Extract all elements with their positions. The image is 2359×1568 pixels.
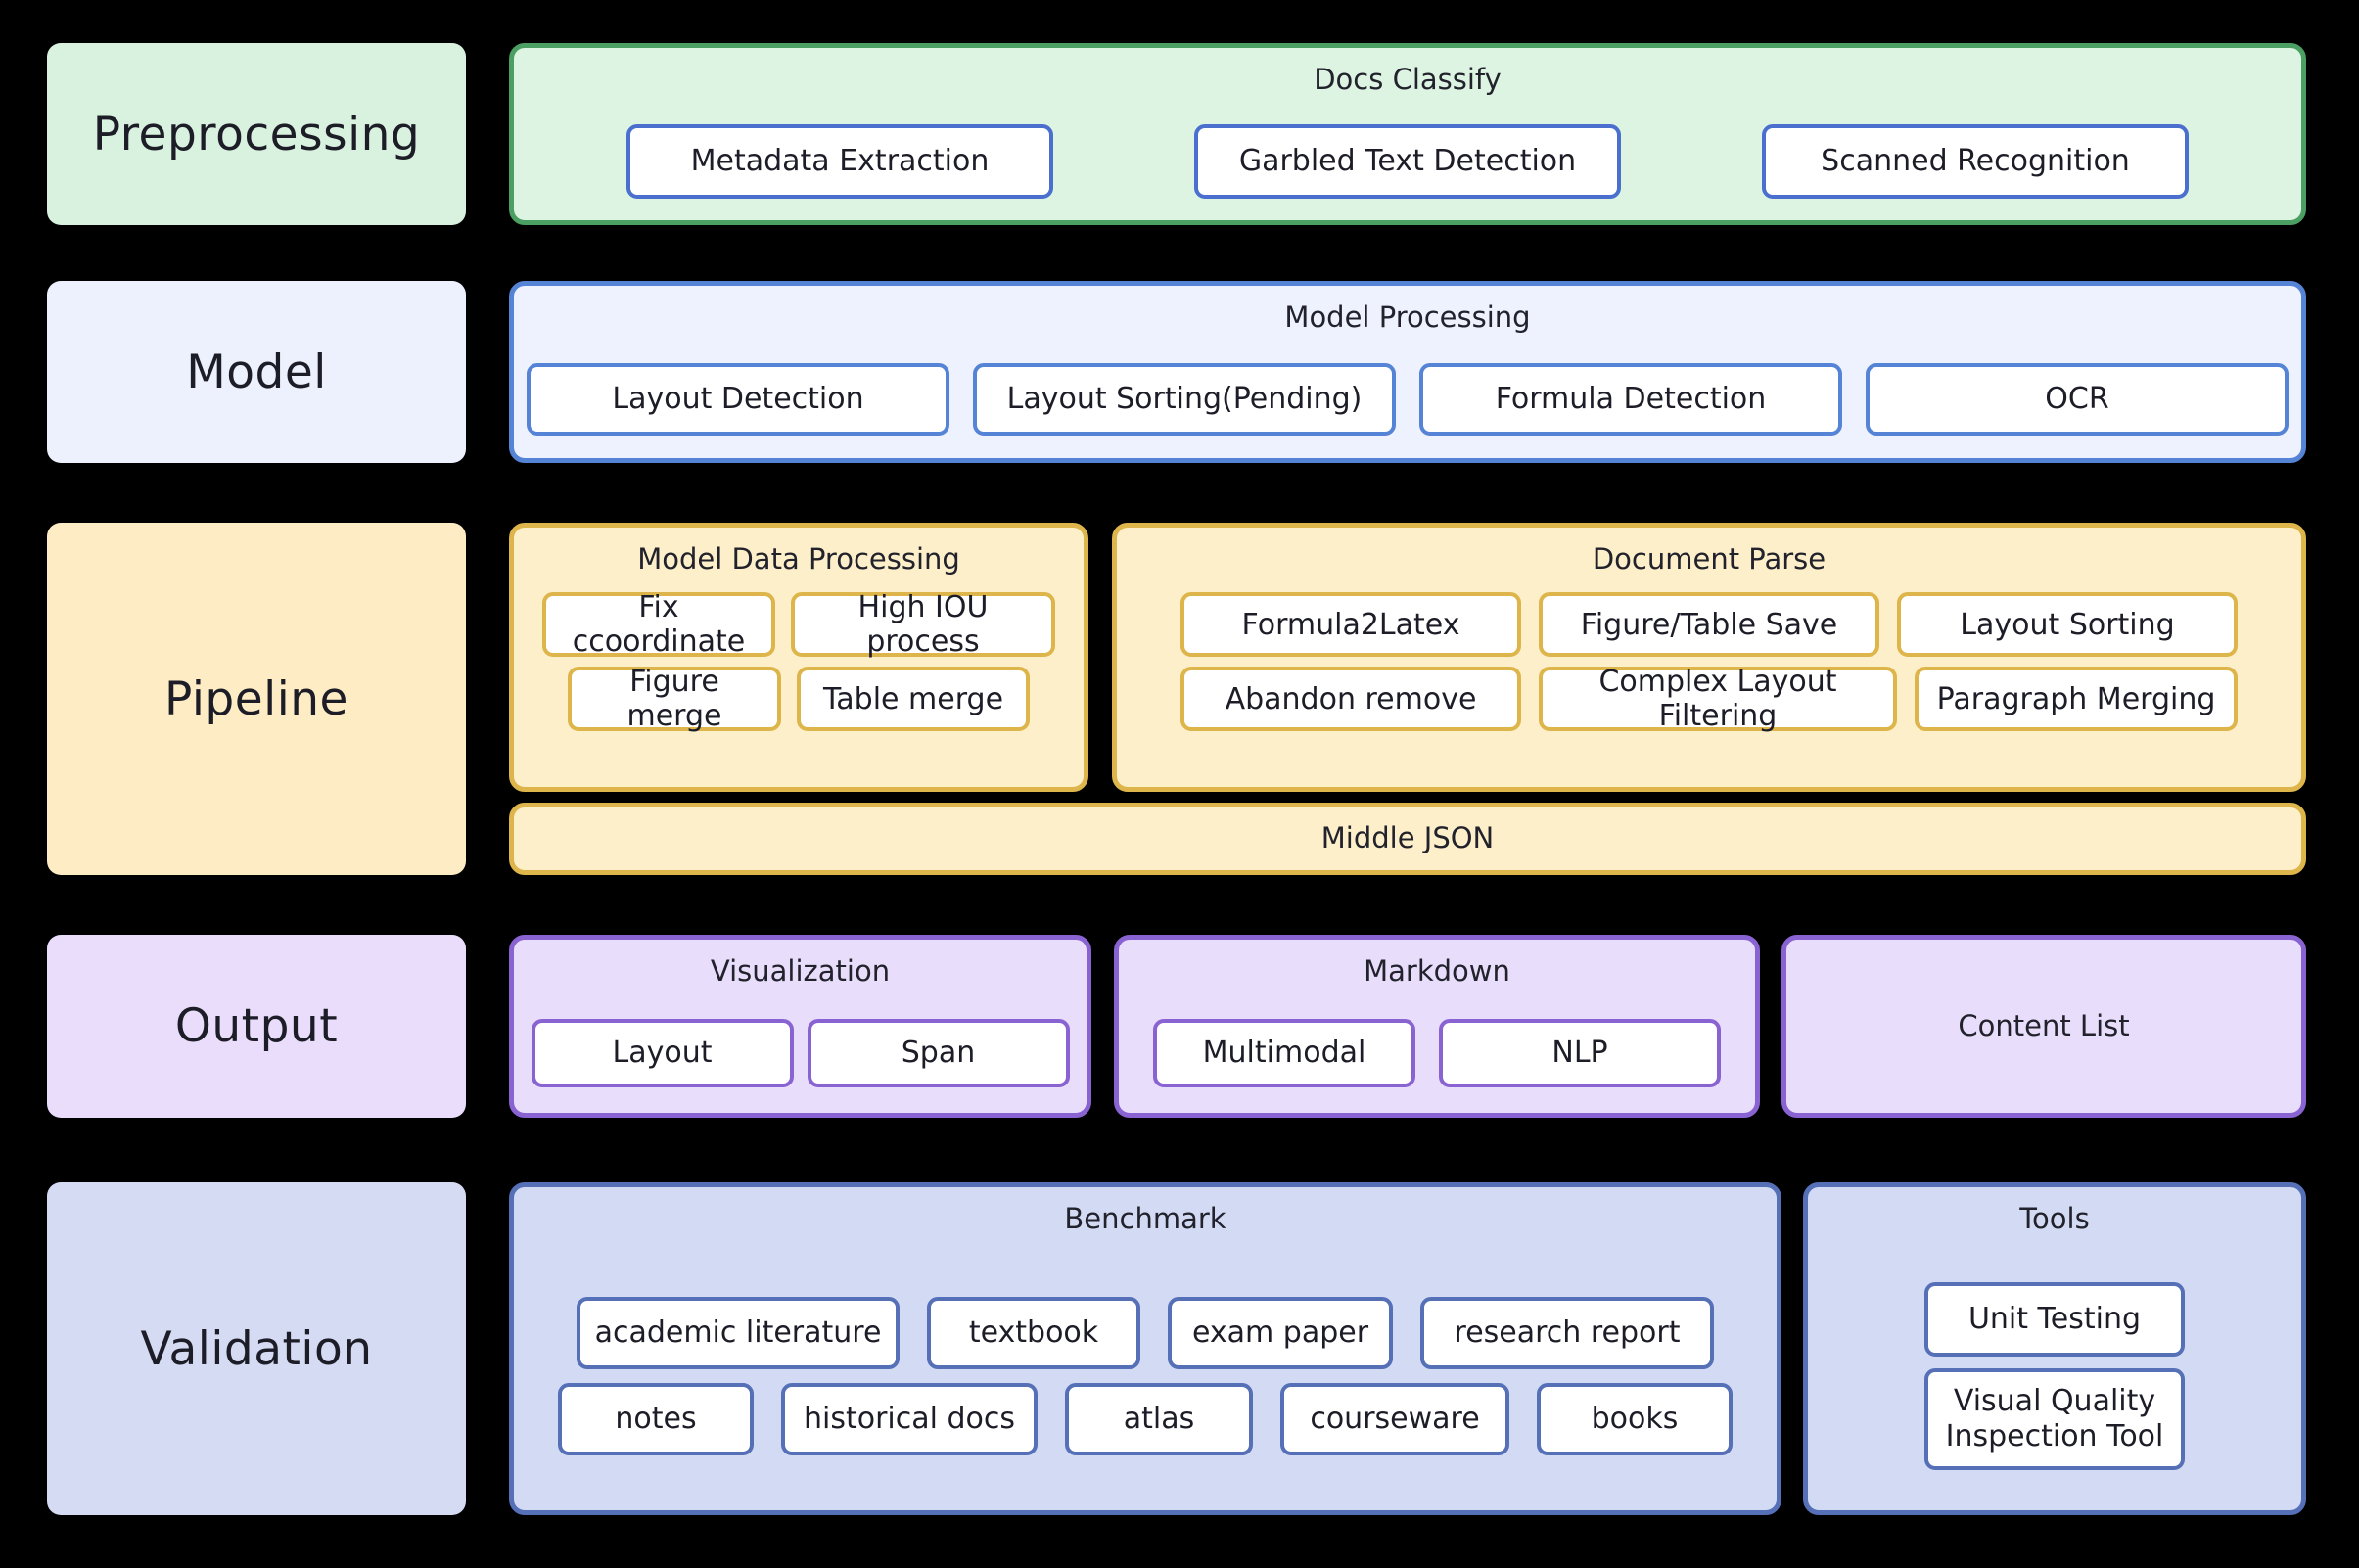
chip-label: High IOU process	[857, 589, 989, 660]
chip-table-merge[interactable]: Table merge	[797, 667, 1030, 732]
panel-content-list: Content List	[1781, 935, 2306, 1118]
chip-historical-docs[interactable]: historical docs	[781, 1382, 1038, 1455]
chip-label: exam paper	[1191, 1314, 1369, 1350]
stage-label-model: Model	[47, 281, 466, 463]
chip-label: Layout	[612, 1036, 713, 1071]
chip-label: Layout Detection	[612, 381, 864, 416]
chip-unit-testing[interactable]: Unit Testing	[1924, 1281, 2185, 1357]
chip-label: Formula Detection	[1495, 381, 1767, 416]
chip-label: historical docs	[803, 1401, 1016, 1436]
chip-label: Metadata Extraction	[690, 143, 990, 178]
chip-label: Unit Testing	[1967, 1301, 2142, 1336]
chip-label: textbook	[968, 1314, 1099, 1350]
panel-title-content-list: Content List	[1958, 1008, 2130, 1042]
chip-metadata-extraction[interactable]: Metadata Extraction	[626, 123, 1053, 199]
chip-exam-paper[interactable]: exam paper	[1168, 1296, 1393, 1369]
chip-paragraph-merging[interactable]: Paragraph Merging	[1915, 667, 2238, 732]
stage-label-preprocessing: Preprocessing	[47, 43, 466, 225]
chip-figure-merge[interactable]: Figure merge	[568, 664, 781, 734]
chip-label: Figure/Table Save	[1580, 607, 1838, 642]
chip-label: notes	[615, 1401, 697, 1436]
chip-label: Scanned Recognition	[1821, 143, 2130, 178]
chip-label: OCR	[2045, 381, 2109, 416]
chip-figure-table-save[interactable]: Figure/Table Save	[1539, 592, 1879, 658]
benchmark-row-2: notes historical docs atlas courseware b…	[514, 1382, 1777, 1455]
chip-books[interactable]: books	[1537, 1382, 1733, 1455]
panel-title-model-data-processing: Model Data Processing	[637, 542, 960, 576]
chip-nlp[interactable]: NLP	[1439, 1019, 1721, 1088]
panel-title-visualization: Visualization	[710, 954, 891, 988]
chip-formula-detection[interactable]: Formula Detection	[1419, 362, 1842, 436]
panel-document-parse: Document Parse Formula2Latex Figure/Tabl…	[1112, 523, 2306, 792]
chip-atlas[interactable]: atlas	[1065, 1382, 1253, 1455]
panel-benchmark: Benchmark academic literature textbook e…	[509, 1182, 1781, 1515]
chip-formula2latex[interactable]: Formula2Latex	[1180, 592, 1521, 658]
chip-abandon-remove[interactable]: Abandon remove	[1180, 667, 1521, 732]
stage-label-pipeline: Pipeline	[47, 523, 466, 875]
panel-title-benchmark: Benchmark	[1064, 1202, 1226, 1235]
chip-label: Figure merge	[626, 664, 722, 734]
chip-multimodal[interactable]: Multimodal	[1153, 1019, 1415, 1088]
chip-layout-detection[interactable]: Layout Detection	[527, 362, 949, 436]
chip-ocr[interactable]: OCR	[1866, 362, 2289, 436]
chip-label: Complex Layout Filtering	[1598, 664, 1837, 734]
chip-visual-quality-inspection-tool[interactable]: Visual Quality Inspection Tool	[1924, 1367, 2185, 1470]
chip-label: Fix ccoordinate	[572, 589, 746, 660]
panel-title-markdown: Markdown	[1364, 954, 1510, 988]
panel-model-processing: Model Processing Layout Detection Layout…	[509, 281, 2306, 463]
chip-label: Garbled Text Detection	[1238, 143, 1577, 178]
stage-label-validation-text: Validation	[140, 1321, 373, 1376]
chip-high-iou-process[interactable]: High IOU process	[791, 589, 1055, 660]
stage-label-output-text: Output	[174, 999, 339, 1053]
chip-courseware[interactable]: courseware	[1280, 1382, 1509, 1455]
stage-label-pipeline-text: Pipeline	[164, 671, 348, 726]
benchmark-row-1: academic literature textbook exam paper …	[514, 1296, 1777, 1369]
chip-notes[interactable]: notes	[558, 1382, 754, 1455]
chip-label: Layout Sorting(Pending)	[1006, 381, 1363, 416]
chip-label: Abandon remove	[1225, 681, 1477, 716]
panel-title-model-processing: Model Processing	[1284, 300, 1531, 334]
panel-docs-classify: Docs Classify Metadata Extraction Garble…	[509, 43, 2306, 225]
chip-label: Table merge	[822, 681, 1004, 716]
stage-label-validation: Validation	[47, 1182, 466, 1515]
panel-visualization: Visualization Layout Span	[509, 935, 1091, 1118]
stage-label-output: Output	[47, 935, 466, 1118]
chip-complex-layout-filtering[interactable]: Complex Layout Filtering	[1539, 664, 1897, 734]
panel-middle-json: Middle JSON	[509, 803, 2306, 875]
stage-label-model-text: Model	[186, 345, 327, 399]
chip-garbled-text-detection[interactable]: Garbled Text Detection	[1194, 123, 1621, 199]
chip-layout-sorting[interactable]: Layout Sorting	[1897, 592, 2238, 658]
panel-model-data-processing: Model Data Processing Fix ccoordinate Hi…	[509, 523, 1088, 792]
chip-label: Layout Sorting	[1960, 607, 2175, 642]
chip-label: research report	[1454, 1314, 1681, 1350]
panel-tools: Tools Unit Testing Visual Quality Inspec…	[1803, 1182, 2306, 1515]
chip-label: Paragraph Merging	[1936, 681, 2216, 716]
chip-scanned-recognition[interactable]: Scanned Recognition	[1762, 123, 2189, 199]
panel-markdown: Markdown Multimodal NLP	[1114, 935, 1760, 1118]
stage-label-preprocessing-text: Preprocessing	[92, 107, 421, 161]
chip-label: NLP	[1551, 1036, 1608, 1071]
chip-label: books	[1591, 1401, 1679, 1436]
chip-academic-literature[interactable]: academic literature	[577, 1296, 900, 1369]
chip-label: Formula2Latex	[1241, 607, 1460, 642]
chip-label: atlas	[1123, 1401, 1195, 1436]
chip-label: Span	[901, 1036, 976, 1071]
chip-label: Multimodal	[1202, 1036, 1366, 1071]
chip-layout-sorting-pending[interactable]: Layout Sorting(Pending)	[973, 362, 1396, 436]
panel-title-middle-json: Middle JSON	[1320, 821, 1495, 855]
chip-layout[interactable]: Layout	[531, 1019, 794, 1088]
panel-title-docs-classify: Docs Classify	[1314, 63, 1502, 96]
panel-title-document-parse: Document Parse	[1592, 542, 1827, 576]
chip-label: academic literature	[594, 1314, 882, 1350]
panel-title-tools: Tools	[2019, 1202, 2090, 1235]
chip-research-report[interactable]: research report	[1420, 1296, 1714, 1369]
chip-span[interactable]: Span	[807, 1019, 1070, 1088]
chip-label: Visual Quality Inspection Tool	[1945, 1384, 2164, 1453]
chip-label: courseware	[1310, 1401, 1480, 1436]
chip-textbook[interactable]: textbook	[927, 1296, 1140, 1369]
chip-fix-coordinate[interactable]: Fix ccoordinate	[542, 589, 775, 660]
